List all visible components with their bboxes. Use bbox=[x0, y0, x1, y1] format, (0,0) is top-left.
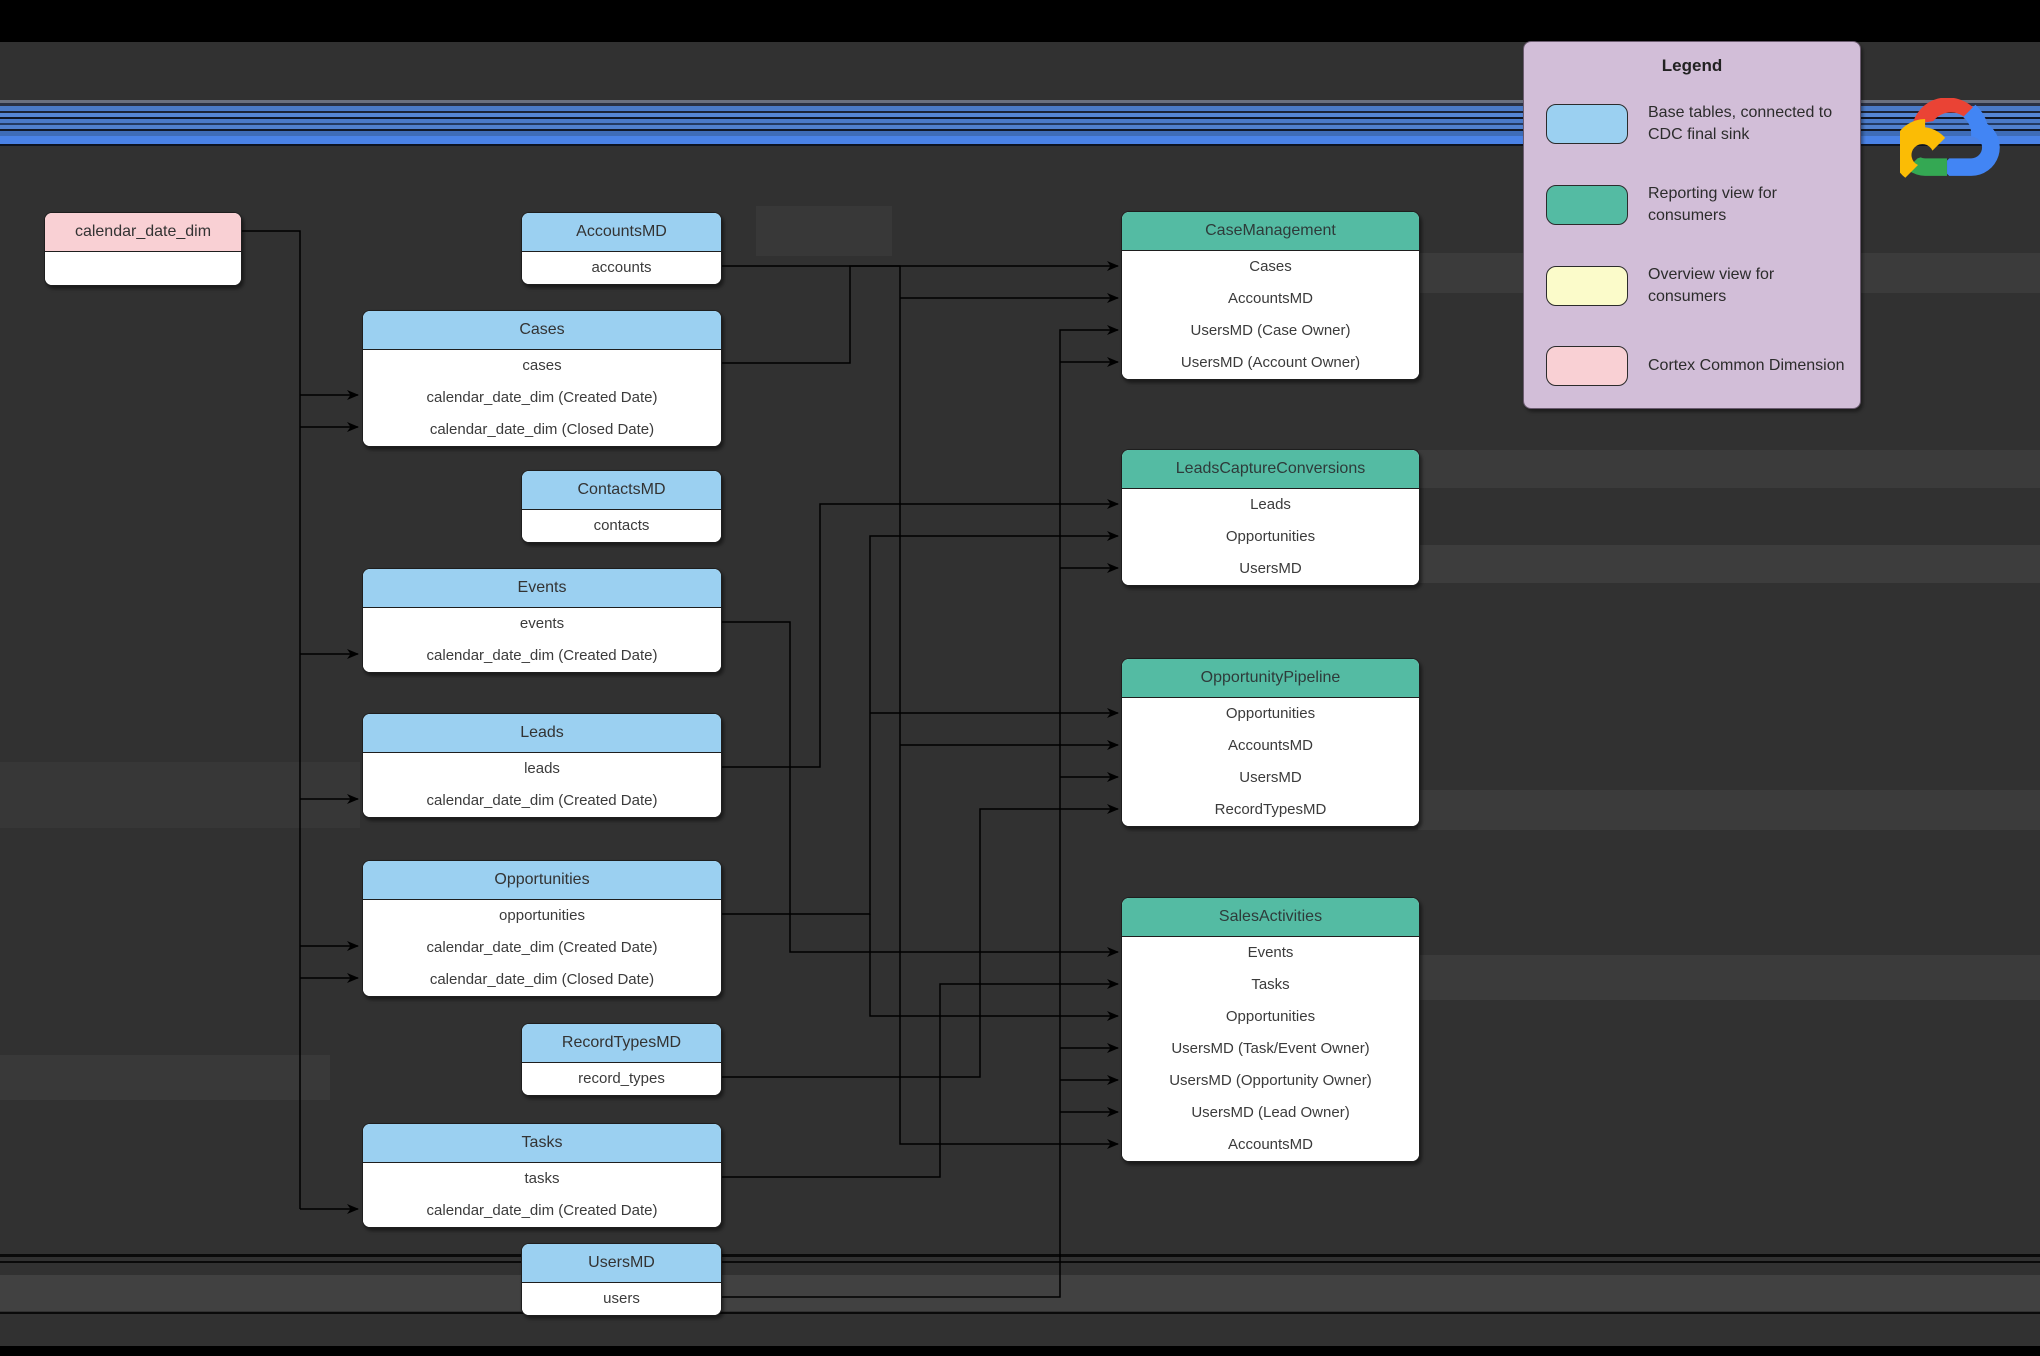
table-row: UsersMD (Task/Event Owner) bbox=[1122, 1033, 1419, 1065]
table-row: calendar_date_dim (Closed Date) bbox=[363, 964, 721, 996]
table-row: calendar_date_dim (Closed Date) bbox=[363, 414, 721, 446]
table-row: tasks bbox=[363, 1163, 721, 1195]
table-contactsmd: ContactsMD contacts bbox=[521, 470, 722, 543]
table-row: AccountsMD bbox=[1122, 730, 1419, 762]
table-title: Leads bbox=[363, 714, 721, 753]
table-recordtypesmd: RecordTypesMD record_types bbox=[521, 1023, 722, 1096]
table-row: UsersMD (Opportunity Owner) bbox=[1122, 1065, 1419, 1097]
table-row: events bbox=[363, 608, 721, 640]
google-cloud-logo bbox=[1900, 98, 2000, 178]
table-title: Tasks bbox=[363, 1124, 721, 1163]
legend-label: Overview view for consumers bbox=[1648, 266, 1775, 305]
table-row: opportunities bbox=[363, 900, 721, 932]
table-row: Opportunities bbox=[1122, 698, 1419, 730]
legend-item-overview: Overview view for consumers bbox=[1546, 264, 1846, 307]
table-row: calendar_date_dim (Created Date) bbox=[363, 640, 721, 672]
table-row: users bbox=[522, 1283, 721, 1315]
legend-swatch-base-table bbox=[1546, 103, 1628, 144]
table-row: UsersMD (Lead Owner) bbox=[1122, 1097, 1419, 1129]
legend-item-base: Base tables, connected to CDC final sink bbox=[1546, 102, 1846, 145]
table-title: RecordTypesMD bbox=[522, 1024, 721, 1063]
legend-label: Base tables, connected to CDC final sink bbox=[1648, 104, 1833, 143]
legend-item-common-dimension: Cortex Common Dimension bbox=[1546, 345, 1846, 386]
table-row: Events bbox=[1122, 937, 1419, 969]
table-title: Opportunities bbox=[363, 861, 721, 900]
table-usersmd: UsersMD users bbox=[521, 1243, 722, 1316]
table-row: Cases bbox=[1122, 251, 1419, 283]
table-title: SalesActivities bbox=[1122, 898, 1419, 937]
table-row: cases bbox=[363, 350, 721, 382]
table-opportunitypipeline: OpportunityPipeline Opportunities Accoun… bbox=[1121, 658, 1420, 827]
table-row: accounts bbox=[522, 252, 721, 284]
table-row: Tasks bbox=[1122, 969, 1419, 1001]
legend-title: Legend bbox=[1661, 56, 1723, 75]
table-row: UsersMD bbox=[1122, 762, 1419, 794]
table-title: Cases bbox=[363, 311, 721, 350]
table-calendar-date-dim: calendar_date_dim bbox=[44, 212, 242, 286]
table-row: Leads bbox=[1122, 489, 1419, 521]
table-title: Events bbox=[363, 569, 721, 608]
table-title: OpportunityPipeline bbox=[1122, 659, 1419, 698]
table-leadscaptureconversions: LeadsCaptureConversions Leads Opportunit… bbox=[1121, 449, 1420, 586]
table-tasks: Tasks tasks calendar_date_dim (Created D… bbox=[362, 1123, 722, 1228]
table-title: UsersMD bbox=[522, 1244, 721, 1283]
table-leads: Leads leads calendar_date_dim (Created D… bbox=[362, 713, 722, 818]
table-title: calendar_date_dim bbox=[45, 213, 241, 252]
table-row: record_types bbox=[522, 1063, 721, 1095]
table-title: CaseManagement bbox=[1122, 212, 1419, 251]
table-row: calendar_date_dim (Created Date) bbox=[363, 785, 721, 817]
table-row: UsersMD (Account Owner) bbox=[1122, 347, 1419, 379]
table-row: AccountsMD bbox=[1122, 1129, 1419, 1161]
legend-label: Cortex Common Dimension bbox=[1648, 356, 1845, 374]
legend-label: Reporting view for consumers bbox=[1648, 185, 1777, 224]
table-row: RecordTypesMD bbox=[1122, 794, 1419, 826]
table-row: calendar_date_dim (Created Date) bbox=[363, 1195, 721, 1227]
table-events: Events events calendar_date_dim (Created… bbox=[362, 568, 722, 673]
table-title: LeadsCaptureConversions bbox=[1122, 450, 1419, 489]
table-title: ContactsMD bbox=[522, 471, 721, 510]
table-cases: Cases cases calendar_date_dim (Created D… bbox=[362, 310, 722, 447]
table-row: contacts bbox=[522, 510, 721, 542]
table-empty-body bbox=[45, 252, 241, 285]
table-salesactivities: SalesActivities Events Tasks Opportuniti… bbox=[1121, 897, 1420, 1162]
table-row: UsersMD (Case Owner) bbox=[1122, 315, 1419, 347]
table-row: Opportunities bbox=[1122, 521, 1419, 553]
table-opportunities: Opportunities opportunities calendar_dat… bbox=[362, 860, 722, 997]
legend-swatch-overview-view bbox=[1546, 265, 1628, 306]
table-row: calendar_date_dim (Created Date) bbox=[363, 382, 721, 414]
legend-swatch-reporting-view bbox=[1546, 184, 1628, 225]
table-casemanagement: CaseManagement Cases AccountsMD UsersMD … bbox=[1121, 211, 1420, 380]
table-row: calendar_date_dim (Created Date) bbox=[363, 932, 721, 964]
legend: Legend Base tables, connected to CDC fin… bbox=[1523, 41, 1861, 409]
legend-swatch-cortex-common-dimension bbox=[1546, 345, 1628, 386]
table-accountsmd: AccountsMD accounts bbox=[521, 212, 722, 285]
table-row: AccountsMD bbox=[1122, 283, 1419, 315]
table-row: Opportunities bbox=[1122, 1001, 1419, 1033]
table-row: UsersMD bbox=[1122, 553, 1419, 585]
table-row: leads bbox=[363, 753, 721, 785]
table-title: AccountsMD bbox=[522, 213, 721, 252]
legend-item-reporting: Reporting view for consumers bbox=[1546, 183, 1846, 226]
